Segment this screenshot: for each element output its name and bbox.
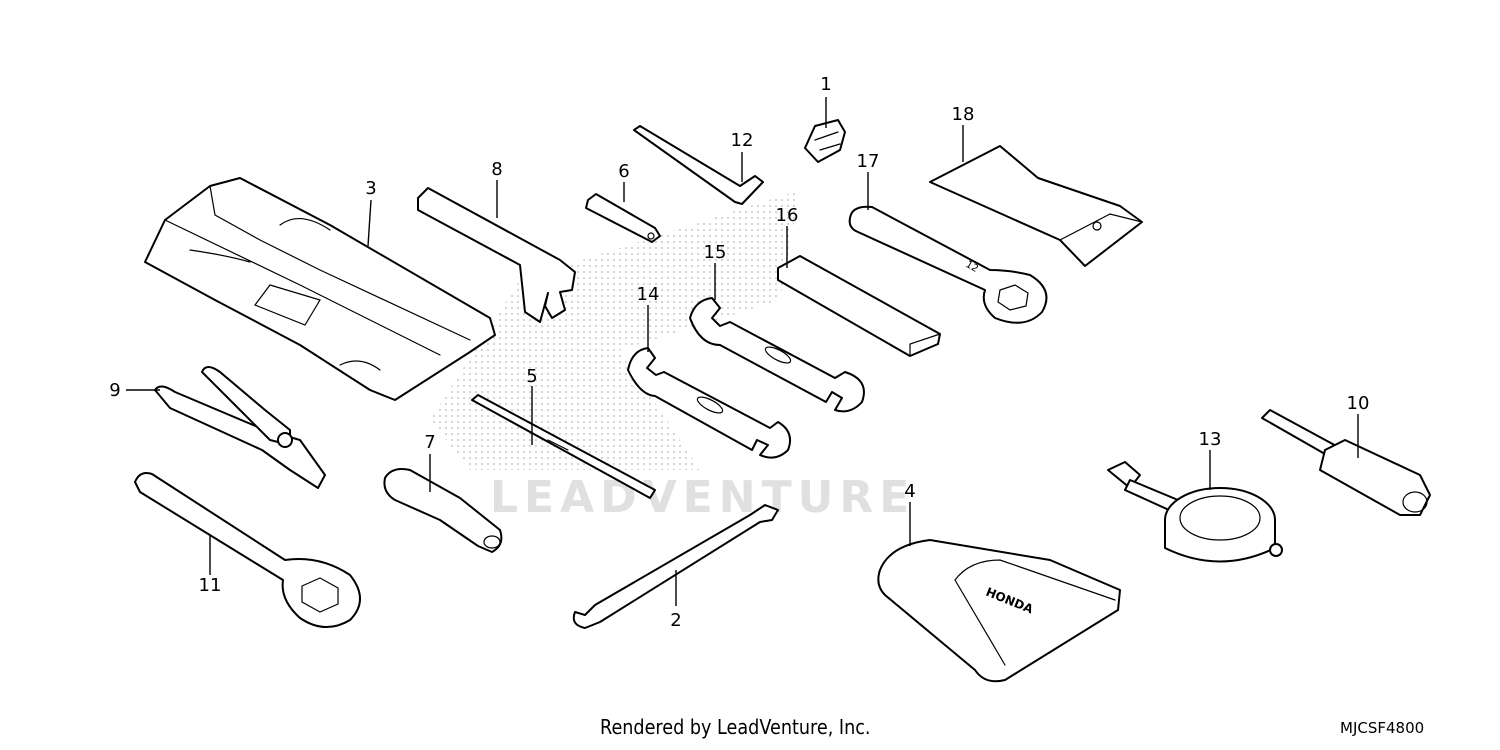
watermark-text: LEADVENTURE — [490, 472, 915, 523]
callout-18[interactable]: 18 — [952, 104, 975, 125]
callout-1[interactable]: 1 — [820, 74, 831, 95]
feeler-gauge-part-6[interactable] — [585, 193, 661, 243]
screwdriver-shaft-part-5[interactable] — [471, 394, 656, 499]
socket-tool-part-10[interactable] — [1261, 409, 1431, 516]
open-wrench-part-14[interactable] — [627, 347, 791, 459]
callout-3[interactable]: 3 — [365, 178, 376, 199]
pliers-part-9[interactable] — [154, 366, 326, 489]
callout-10[interactable]: 10 — [1347, 393, 1370, 414]
box-wrench-part-17[interactable]: 12 — [848, 205, 1048, 324]
pouch-part-4[interactable]: HONDA — [877, 539, 1121, 683]
pouch-part-18[interactable] — [929, 145, 1143, 267]
leader-lines — [126, 97, 1359, 606]
callout-labels: 1 2 3 4 5 6 7 8 9 10 11 12 13 14 15 16 1… — [109, 74, 1369, 631]
callout-17[interactable]: 17 — [857, 151, 880, 172]
callout-13[interactable]: 13 — [1199, 429, 1222, 450]
tool-bag-part-3[interactable] — [144, 177, 496, 401]
callout-11[interactable]: 11 — [199, 575, 222, 596]
callout-14[interactable]: 14 — [637, 284, 660, 305]
pressure-gauge-part-13[interactable] — [1107, 461, 1283, 563]
ring-spanner-part-11[interactable] — [134, 472, 361, 628]
callout-6[interactable]: 6 — [618, 161, 629, 182]
spanner-part-8[interactable] — [417, 187, 576, 323]
callout-12[interactable]: 12 — [731, 130, 754, 151]
callout-4[interactable]: 4 — [904, 481, 915, 502]
callout-7[interactable]: 7 — [424, 432, 435, 453]
flat-bar-part-16[interactable] — [777, 255, 941, 357]
open-wrench-part-15[interactable] — [689, 297, 865, 413]
diagram-code: MJCSF4800 — [1340, 719, 1425, 737]
callout-15[interactable]: 15 — [704, 242, 727, 263]
watermark-logo: LEADVENTURE — [430, 190, 915, 523]
footer-credit: Rendered by LeadVenture, Inc. — [600, 715, 871, 739]
callout-5[interactable]: 5 — [526, 366, 537, 387]
callout-2[interactable]: 2 — [670, 610, 681, 631]
hex-key-part-12[interactable] — [633, 125, 764, 205]
callout-16[interactable]: 16 — [776, 205, 799, 226]
callout-9[interactable]: 9 — [109, 380, 120, 401]
screwdriver-handle-part-7[interactable] — [383, 468, 503, 553]
callout-8[interactable]: 8 — [491, 159, 502, 180]
cable-part-2[interactable] — [572, 504, 779, 629]
fuse-clip-part-1[interactable] — [804, 119, 846, 163]
